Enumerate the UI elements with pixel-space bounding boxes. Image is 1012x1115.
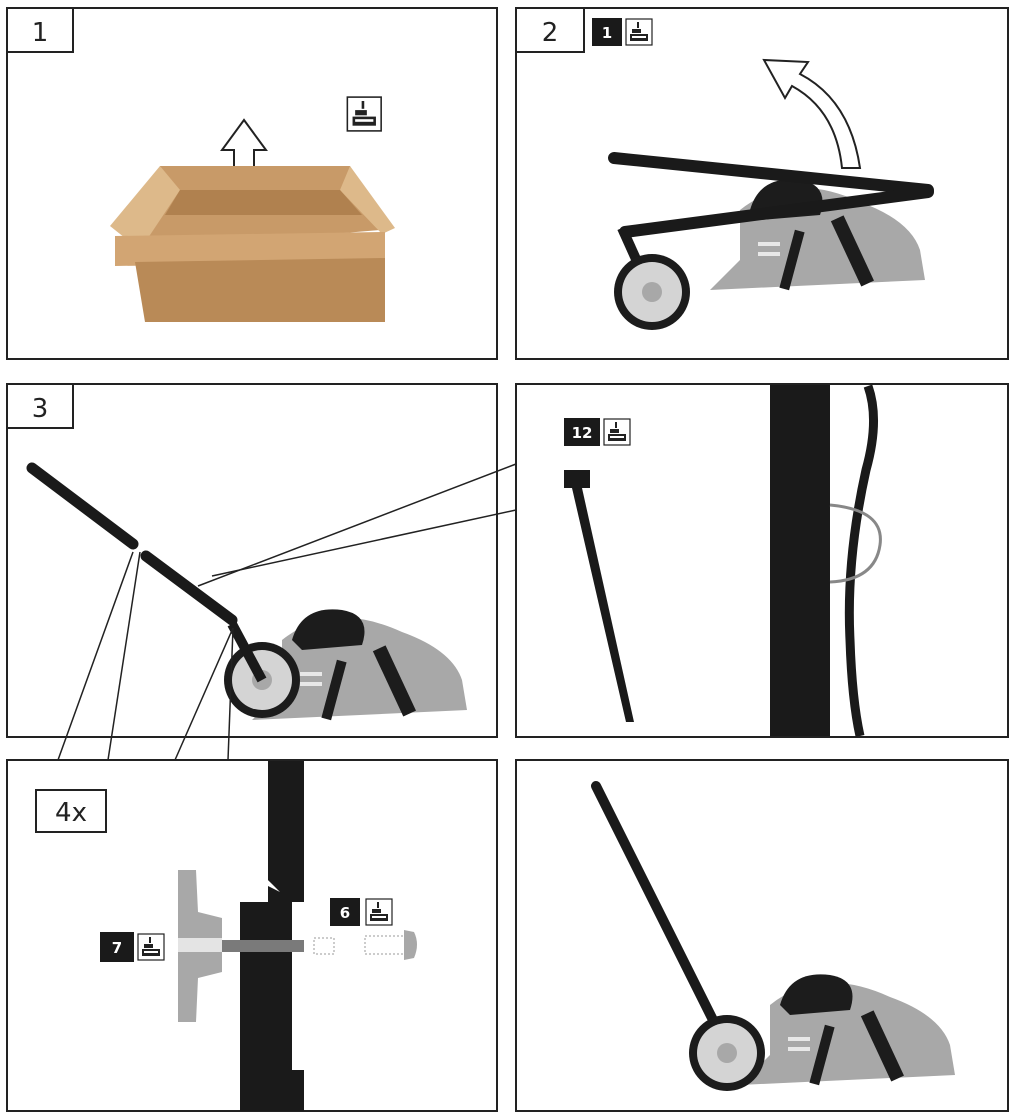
panel-6 xyxy=(515,759,1009,1112)
box-symbol-icon xyxy=(365,898,393,926)
part-badge: 12 xyxy=(564,418,631,446)
panel-5: 4x 7 6 xyxy=(6,759,498,1112)
handle-icon xyxy=(591,781,727,1043)
box-symbol-icon xyxy=(603,418,631,446)
part-number: 1 xyxy=(602,24,612,42)
panel-1: 1 xyxy=(6,7,498,360)
part-number: 6 xyxy=(340,904,350,922)
part-badge: 1 xyxy=(592,18,653,46)
wheel-icon xyxy=(689,1015,765,1091)
part-badge: 7 xyxy=(100,932,165,962)
wheel-icon xyxy=(614,254,690,330)
handle-icon xyxy=(26,462,267,683)
tie-loop-icon xyxy=(829,503,882,584)
box-symbol-icon xyxy=(137,933,165,961)
part-number: 7 xyxy=(112,939,122,957)
quantity-label-box xyxy=(35,789,107,833)
panel-4: 12 xyxy=(515,383,1009,738)
knob-icon xyxy=(178,870,222,1022)
panel-2-frame xyxy=(515,7,1009,360)
cable-icon xyxy=(844,384,878,737)
handle-tube-icon xyxy=(770,385,830,736)
box-symbol-icon xyxy=(625,18,653,46)
panel-2: 2 1 xyxy=(515,7,1009,360)
cardboard-box-icon xyxy=(110,166,395,322)
curved-arrow-icon xyxy=(762,58,862,169)
step-label-box xyxy=(515,7,585,53)
cable-tie-icon xyxy=(564,470,634,722)
part-number: 12 xyxy=(572,424,593,442)
part-badge: 6 xyxy=(330,898,393,926)
quantity-label: 4x xyxy=(55,798,87,828)
bolt-icon xyxy=(313,930,417,960)
step-label-box xyxy=(6,383,74,429)
zoom-callout-lines xyxy=(57,463,517,761)
step-number: 2 xyxy=(542,18,559,48)
step-number: 3 xyxy=(32,394,49,424)
step-label-box xyxy=(6,7,74,53)
box-symbol-icon xyxy=(346,96,382,132)
step-number: 1 xyxy=(32,18,49,48)
panel-3: 3 xyxy=(6,383,498,738)
